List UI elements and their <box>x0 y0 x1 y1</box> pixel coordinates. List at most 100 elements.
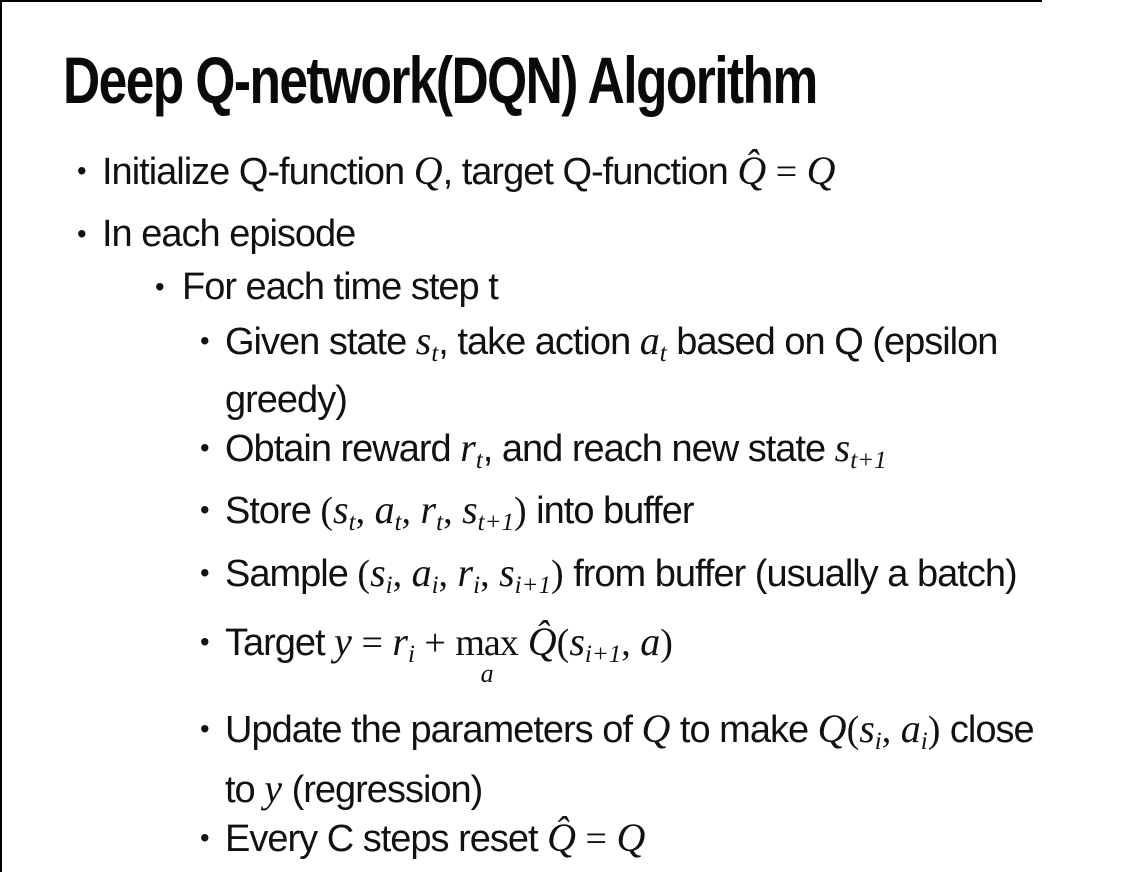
subscript-segment: t <box>348 509 356 536</box>
math-punct-segment: ( <box>556 622 570 664</box>
math-punct-segment: = <box>351 622 393 664</box>
math-segment: a <box>640 619 661 664</box>
subscript-segment: t+1 <box>477 509 514 536</box>
math-punct-segment: , <box>881 709 901 751</box>
subscript-segment: t+1 <box>850 447 887 474</box>
text-segment: based on Q (epsilon <box>666 321 998 363</box>
math-segment: s <box>859 706 875 751</box>
max-label: max <box>455 622 518 664</box>
text-segment: , and reach new state <box>482 428 835 470</box>
bullet-item: • For each time step t <box>155 262 1124 312</box>
math-segment: Q <box>616 815 646 860</box>
bullet-marker: • <box>200 557 210 588</box>
text-segment: to <box>225 769 265 811</box>
bullet-marker: • <box>200 325 210 356</box>
text-segment: close <box>940 709 1035 751</box>
math-segment: Q <box>817 706 847 751</box>
math-segment: Q̂ <box>737 148 767 193</box>
math-punct-segment: , <box>392 553 412 595</box>
math-segment: Q̂ <box>547 815 577 860</box>
math-punct-segment: , <box>480 553 500 595</box>
math-punct-segment: ( <box>846 709 860 751</box>
math-segment: s <box>569 619 585 664</box>
text-segment: Store <box>225 490 321 532</box>
bullet-text: Store (st, at, rt, st+1) into buffer <box>225 486 694 546</box>
math-punct-segment: + <box>414 622 456 664</box>
bullet-marker: • <box>200 626 210 657</box>
subscript-segment: t <box>475 447 483 474</box>
math-segment: y <box>264 766 283 811</box>
bullet-item: • In each episode <box>77 209 1124 259</box>
math-segment: r <box>392 619 408 664</box>
text-segment: to make <box>670 709 818 751</box>
bullet-marker: • <box>155 271 165 302</box>
math-segment: s <box>370 550 386 595</box>
bullet-text: Given state st, take action at based on … <box>225 317 998 424</box>
text-segment: greedy) <box>225 379 348 421</box>
bullet-item: • Every C steps reset Q̂ = Q <box>200 814 1124 863</box>
math-punct-segment: = <box>576 818 617 860</box>
math-punct-segment: , <box>438 553 458 595</box>
subscript-segment: t <box>659 340 667 367</box>
math-segment: Q̂ <box>517 619 557 664</box>
math-segment: a <box>411 550 432 595</box>
bullet-text: Initialize Q-function Q, target Q-functi… <box>102 146 836 197</box>
text-segment: Target <box>225 622 335 664</box>
subscript-segment: i <box>431 572 439 599</box>
subscript-segment: i+1 <box>514 572 551 599</box>
text-segment: Update the parameters of <box>225 709 642 751</box>
text-segment: Obtain reward <box>225 428 461 470</box>
subscript-segment: i <box>407 641 415 668</box>
math-segment: r <box>420 487 437 532</box>
bullet-item: •Obtain reward rt, and reach new state s… <box>200 424 1124 484</box>
math-segment: Q <box>413 148 443 193</box>
math-punct-segment: ) <box>660 622 673 664</box>
subscript-segment: i+1 <box>584 641 622 668</box>
text-segment: Every C steps reset <box>225 818 548 860</box>
text-segment: For each time step t <box>182 266 499 308</box>
subscript-segment: t <box>431 340 439 367</box>
math-punct-segment: ) <box>550 553 564 595</box>
max-subscript: a <box>480 659 494 688</box>
bullet-marker: • <box>77 155 87 186</box>
bullet-marker: • <box>200 822 210 853</box>
slide-border-top <box>2 0 1042 2</box>
bullet-list: • Initialize Q-function Q, target Q-funct… <box>77 146 1124 863</box>
math-punct-segment: ( <box>320 490 334 532</box>
bullet-item: •Store (st, at, rt, st+1) into buffer <box>200 486 1124 546</box>
bullet-text: Obtain reward rt, and reach new state st… <box>225 424 887 484</box>
math-punct-segment: , <box>401 490 421 532</box>
bullet-item: •Update the parameters of Q to make Q(si… <box>200 705 1124 814</box>
subscript-segment: i <box>473 572 481 599</box>
math-punct-segment: , <box>355 490 375 532</box>
math-segment: s <box>834 425 851 470</box>
bullet-text: In each episode <box>102 209 356 259</box>
text-segment: (regression) <box>282 769 484 811</box>
text-segment: Given state <box>225 321 416 363</box>
math-punct-segment: , <box>443 490 463 532</box>
subscript-segment: i <box>920 728 928 755</box>
math-segment: y <box>334 619 352 664</box>
bullet-item: • Given state st, take action at based on… <box>200 317 1124 424</box>
subscript-segment: t <box>436 509 444 536</box>
page-title: Deep Q-network(DQN) Algorithm <box>63 43 818 117</box>
math-segment: a <box>374 487 395 532</box>
text-segment: from buffer (usually a batch) <box>563 553 1017 595</box>
bullet-item: • Initialize Q-function Q, target Q-funct… <box>77 146 1124 197</box>
text-segment: into buffer <box>526 490 694 532</box>
text-segment: Initialize Q-function <box>102 151 414 193</box>
subscript-segment: t <box>394 509 402 536</box>
math-punct-segment: ) <box>927 709 941 751</box>
bullet-marker: • <box>77 218 87 249</box>
math-punct-segment: ) <box>513 490 527 532</box>
math-segment: s <box>462 487 478 532</box>
math-segment: s <box>499 550 515 595</box>
math-punct-segment: = <box>766 151 807 193</box>
math-segment: s <box>333 487 349 532</box>
math-segment: Q <box>806 148 836 193</box>
text-segment: Sample <box>225 553 358 595</box>
text-segment: In each episode <box>102 213 356 255</box>
